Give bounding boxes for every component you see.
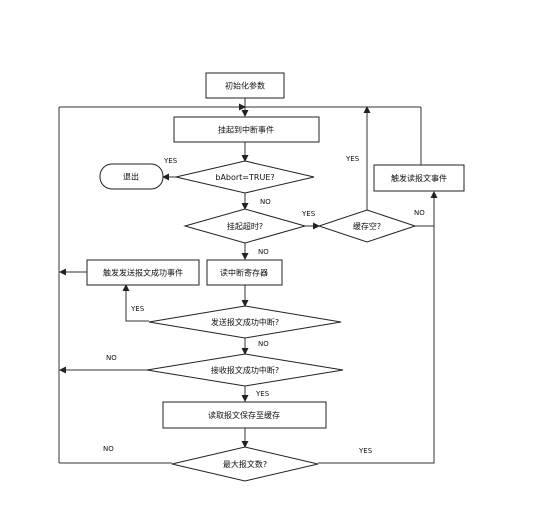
label-buffer-yes: YES (345, 155, 360, 163)
label-send-yes: YES (130, 305, 145, 313)
label-max-no: NO (103, 445, 114, 453)
node-read-int-reg-label: 读中断寄存器 (220, 268, 268, 278)
node-read-save-buffer-label: 读取报文保存至缓存 (208, 410, 280, 420)
label-recv-no: NO (106, 354, 117, 362)
node-recv-success-check-label: 接收报文成功中断? (211, 365, 279, 375)
node-buffer-empty: 缓存空? (317, 209, 417, 243)
node-trigger-send-success-label: 触发发送报文成功事件 (103, 268, 183, 278)
node-send-success-check-label: 发送报文成功中断? (211, 317, 279, 327)
node-timeout-check: 挂起超时? (183, 208, 307, 244)
label-abort-yes: YES (163, 157, 178, 165)
node-abort-check: bAbort=TRUE? (175, 160, 315, 194)
label-send-no: NO (258, 340, 269, 348)
node-send-success-check: 发送报文成功中断? (148, 305, 342, 339)
node-max-msgs-check: 最大报文数? (171, 446, 319, 482)
node-read-int-reg: 读中断寄存器 (206, 259, 283, 286)
label-max-yes: YES (358, 447, 373, 455)
node-wait-interrupt: 挂起到中断事件 (173, 116, 320, 143)
node-abort-check-label: bAbort=TRUE? (215, 173, 274, 182)
label-recv-yes: YES (255, 390, 270, 398)
node-timeout-check-label: 挂起超时? (227, 221, 263, 231)
label-timeout-yes: YES (301, 210, 316, 218)
node-recv-success-check: 接收报文成功中断? (146, 353, 344, 387)
node-read-save-buffer: 读取报文保存至缓存 (162, 401, 327, 429)
node-exit-label: 退出 (123, 172, 139, 182)
label-buffer-no: NO (414, 209, 425, 217)
node-exit: 退出 (99, 163, 164, 190)
edges (58, 98, 438, 464)
node-trigger-send-success: 触发发送报文成功事件 (86, 259, 200, 286)
node-trigger-recv-event: 触发读报文事件 (373, 164, 465, 192)
label-timeout-no: NO (258, 248, 269, 256)
node-init-label: 初始化参数 (225, 81, 265, 91)
node-buffer-empty-label: 缓存空? (353, 221, 381, 231)
edge-max-yes-up (318, 226, 435, 464)
label-abort-no: NO (260, 198, 271, 206)
edge-labels: YES NO YES NO YES NO YES NO NO YES NO YE… (103, 155, 425, 455)
node-max-msgs-check-label: 最大报文数? (223, 459, 267, 469)
node-init: 初始化参数 (205, 72, 285, 99)
edge-send-yes-to-event (122, 284, 149, 322)
node-trigger-recv-event-label: 触发读报文事件 (391, 173, 447, 183)
node-wait-interrupt-label: 挂起到中断事件 (218, 125, 274, 135)
